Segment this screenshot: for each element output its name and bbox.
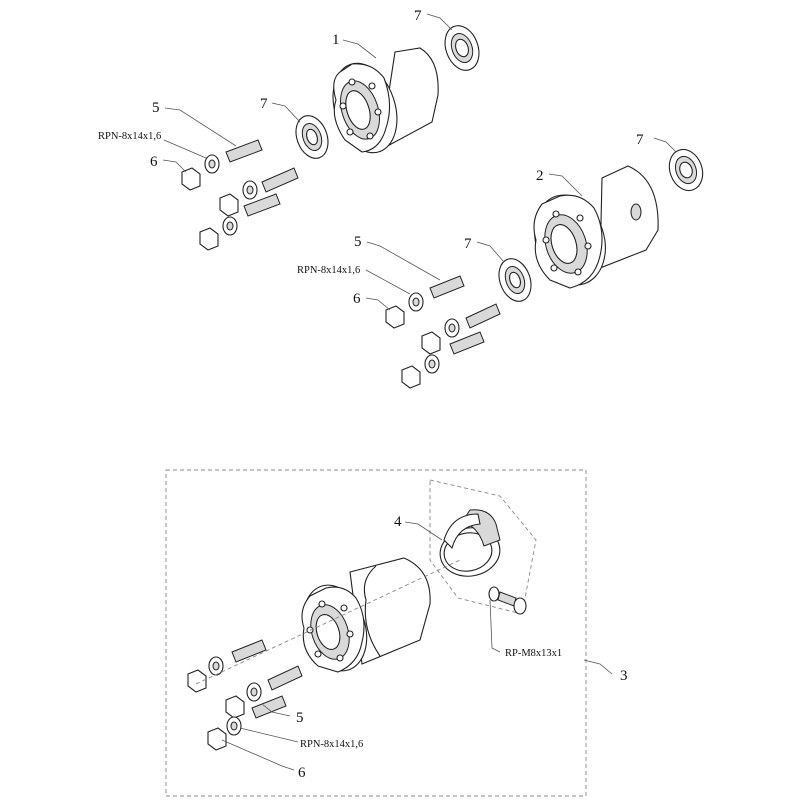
nut-washer-set-c	[187, 656, 262, 751]
hub-1-assembly	[162, 13, 480, 251]
callout-3: 3	[620, 668, 628, 684]
nut-washer-set-a	[181, 154, 258, 251]
nut-washer-set-b	[385, 292, 460, 389]
bearing-7b	[295, 115, 329, 159]
hub-3	[301, 557, 431, 673]
stud-5-set-a	[225, 139, 299, 217]
callout-5-hub1: 5	[152, 100, 160, 116]
callout-6-hub2: 6	[353, 291, 361, 307]
callout-2: 2	[536, 168, 544, 184]
stud-5-set-b	[429, 275, 501, 355]
code-rp-m8: RP-M8x13x1	[505, 648, 562, 659]
bearing-7c	[668, 148, 704, 192]
callout-6-hub1: 6	[150, 154, 158, 170]
kit-3-assembly	[165, 469, 613, 797]
callout-7-top: 7	[414, 8, 422, 24]
callout-7-hub2-left: 7	[464, 236, 472, 252]
hub-1	[332, 47, 439, 154]
code-rpn-hub1: RPN-8x14x1,6	[98, 131, 161, 142]
callout-5-kit: 5	[296, 710, 304, 726]
callout-7-hub1: 7	[260, 96, 268, 112]
callout-4: 4	[394, 514, 402, 530]
hub-2	[533, 165, 659, 289]
bearing-7d	[498, 258, 532, 302]
bearing-7a	[444, 25, 480, 71]
clamp-screw	[488, 586, 527, 615]
stud-5-set-c	[231, 639, 303, 719]
callout-7-hub2-right: 7	[636, 132, 644, 148]
callout-6-kit: 6	[298, 765, 306, 781]
callout-1: 1	[332, 32, 340, 48]
code-rpn-kit: RPN-8x14x1,6	[300, 739, 363, 750]
hub-2-assembly	[365, 137, 704, 389]
code-rpn-hub2: RPN-8x14x1,6	[297, 265, 360, 276]
callout-5-hub2: 5	[354, 234, 362, 250]
kit-3-outline	[165, 469, 587, 797]
clamp-4	[439, 509, 501, 577]
